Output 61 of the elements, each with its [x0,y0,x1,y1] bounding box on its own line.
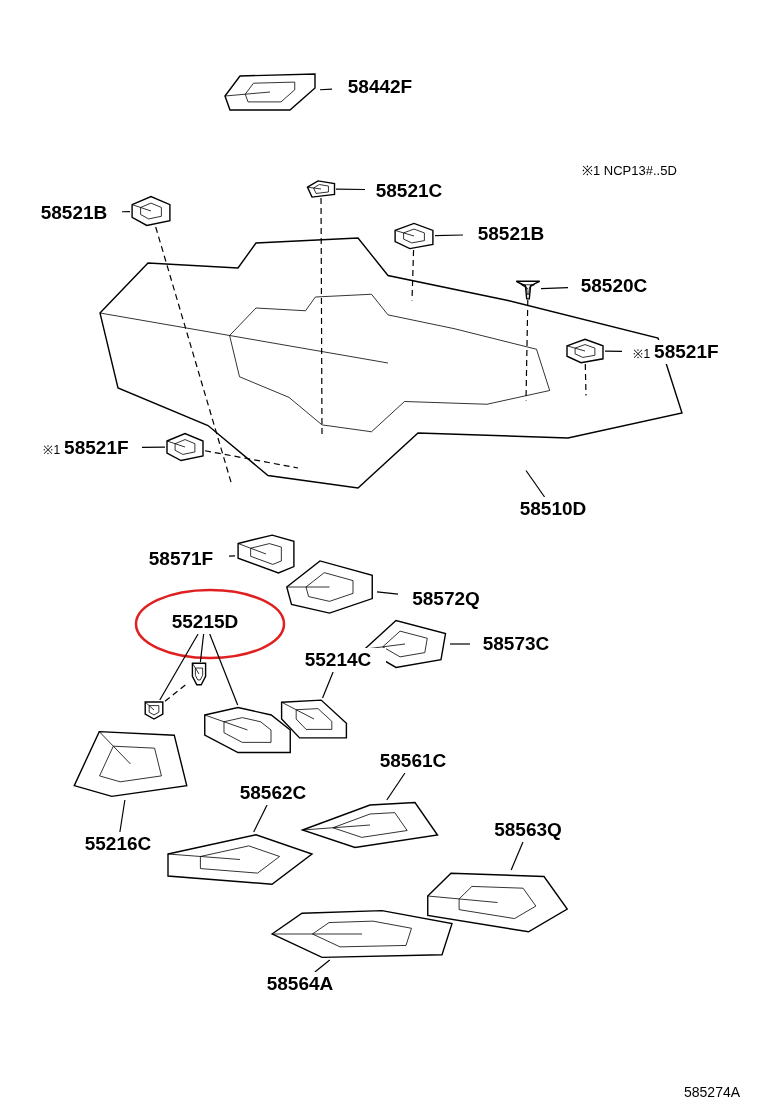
part-number: 58521C [375,179,443,203]
part-number: 58562C [239,781,307,805]
part-drawing [515,280,541,300]
part-drawing [285,560,373,614]
part-number: 58571F [148,547,214,571]
part-drawing [394,222,434,250]
part-drawing [144,701,164,720]
part-drawing [191,662,207,686]
leader-line [253,804,268,833]
dashed-line [320,197,323,437]
part-number: 55216C [84,832,152,856]
part-drawing [280,699,348,739]
part-number: 58521B [477,222,545,246]
part-drawing [270,909,453,959]
leader-line [321,671,334,699]
applicability-note: ※1 NCP13#..5D [582,162,677,180]
part-number: 55215D [171,610,239,634]
part-drawing [427,872,569,933]
part-number: 58572Q [412,587,480,611]
leader-line [540,287,569,290]
leader-line [119,799,126,833]
dashed-line [411,249,415,302]
part-drawing [73,730,188,798]
part-number: 58510D [519,497,587,521]
leader-line [510,841,524,871]
part-drawing [300,801,439,849]
part-number: 58521B [40,201,108,225]
part-drawing [306,180,336,198]
leader-line [209,633,239,706]
part-drawing [237,534,295,574]
dashed-line [164,682,189,702]
part-number: 58442F [347,75,413,99]
part-drawing [204,706,291,754]
part-number: 58564A [266,972,334,996]
note-mark: ※1 [43,442,61,459]
part-number: 58520C [580,274,648,298]
leader-line [525,469,546,498]
leader-line [199,633,205,663]
part-drawing [167,834,314,885]
leader-line [228,555,236,557]
leader-line [314,959,331,973]
diagram-code: 585274A [684,1083,741,1102]
note-mark: ※1 [633,346,651,363]
leader-line [335,188,366,191]
part-drawing [131,195,171,227]
leader-line [386,772,406,801]
part-drawing [166,432,204,462]
leader-line [141,446,166,449]
part-number: 55214C [304,648,372,672]
dashed-line [204,450,299,469]
part-drawing [224,73,316,111]
leader-line [376,591,399,595]
part-number: 58521F [654,340,719,364]
part-number: 58521F [64,436,129,460]
leader-line [449,643,471,645]
part-number: 58561C [379,749,447,773]
part-number: 58563Q [494,818,562,842]
leader-line [434,234,464,237]
dashed-line [584,363,587,397]
part-number: 58573C [482,632,550,656]
leader-line [159,633,199,701]
